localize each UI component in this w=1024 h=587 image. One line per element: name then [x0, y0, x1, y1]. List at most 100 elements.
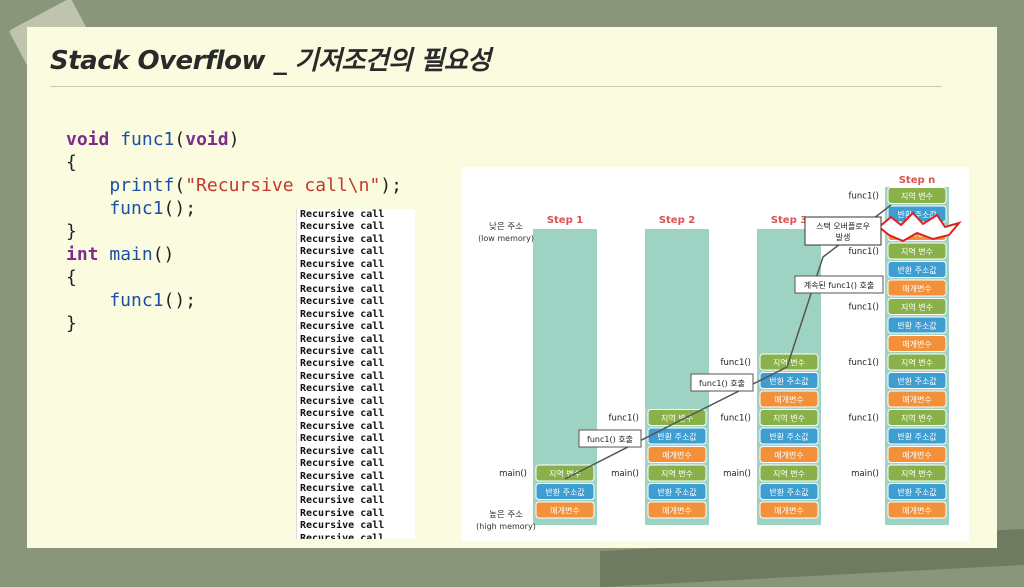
console-line: Recursive call — [300, 458, 385, 470]
func1-frame-box — [887, 353, 947, 371]
overflow-label-box — [804, 216, 882, 246]
main-frame-text: 매개변수 — [662, 506, 691, 516]
overflow-label: 발생 — [836, 232, 851, 242]
main-label: main() — [611, 469, 639, 479]
code-line: { — [66, 267, 77, 288]
func1-frame-box — [887, 298, 947, 315]
func1-label: func1() — [609, 414, 639, 424]
console-line: Recursive call — [300, 433, 385, 445]
func1-frame-box — [647, 409, 707, 426]
func1-frame-box — [887, 446, 947, 463]
main-frame-box — [887, 483, 947, 500]
step-label: Step n — [899, 175, 936, 186]
console-line: Recursive call — [300, 507, 385, 519]
console-line: Recursive call — [300, 408, 385, 420]
func1-label: func1() — [849, 358, 879, 368]
title-divider — [50, 86, 942, 87]
main-frame-text: 반환 주소값 — [545, 487, 585, 497]
code-line: printf("Recursive call\n"); — [66, 175, 402, 196]
main-label: main() — [851, 469, 879, 479]
console-line: Recursive call — [300, 345, 385, 357]
console-line: Recursive call — [300, 283, 385, 295]
func1-frame-text: 지역 변수 — [661, 413, 693, 423]
continued-call-label: 계속된 func1() 호출 — [804, 280, 875, 290]
console-line: Recursive call — [300, 221, 385, 233]
console-line: Recursive call — [300, 209, 385, 220]
func1-frame-text: 반환 주소값 — [897, 321, 937, 331]
console-line: Recursive call — [300, 333, 385, 345]
console-line: Recursive call — [300, 233, 385, 245]
console-line: Recursive call — [300, 271, 385, 283]
code-line: int main() — [66, 244, 175, 265]
main-frame-text: 매개변수 — [774, 506, 803, 516]
main-frame-box — [759, 501, 819, 519]
console-line: Recursive call — [300, 308, 385, 320]
high-address-label: (high memory) — [476, 522, 536, 531]
func1-frame-box — [887, 409, 947, 426]
background — [0, 0, 1024, 30]
func1-frame-box — [759, 390, 819, 408]
main-label: main() — [723, 469, 751, 479]
func1-frame-text: 지역 변수 — [773, 413, 805, 423]
func1-frame-box — [887, 279, 947, 297]
main-frame-box — [535, 464, 595, 482]
func1-frame-text: 매개변수 — [774, 450, 803, 460]
high-address-label: 높은 주소 — [489, 510, 523, 520]
func1-frame-text: 매개변수 — [902, 395, 931, 405]
func1-frame-box — [887, 242, 947, 260]
func1-frame-text: 매개변수 — [902, 284, 931, 294]
call-label: func1() 호출 — [699, 378, 745, 388]
console-line: Recursive call — [300, 321, 385, 333]
func1-label: func1() — [721, 358, 751, 368]
func1-frame-text: 반환 주소값 — [769, 432, 809, 442]
main-frame-box — [759, 464, 819, 482]
func1-frame-text: 매개변수 — [662, 450, 691, 460]
call-label-box — [690, 373, 754, 392]
main-frame-text: 지역 변수 — [901, 469, 933, 479]
main-frame-box — [647, 464, 707, 482]
func1-frame-box — [759, 446, 819, 463]
func1-frame-text: 반환 주소값 — [897, 376, 937, 386]
func1-frame-box — [887, 335, 947, 352]
func1-frame-text: 매개변수 — [774, 395, 803, 405]
main-frame-text: 반환 주소값 — [657, 487, 697, 497]
call-label-box — [578, 429, 642, 448]
step-label: Step 3 — [771, 215, 807, 226]
console-line: Recursive call — [300, 482, 385, 494]
console-line: Recursive call — [300, 395, 385, 407]
overflow-label: 스택 오버플로우 — [816, 221, 870, 231]
console-line: Recursive call — [300, 470, 385, 482]
func1-frame-text: 반환 주소값 — [897, 210, 937, 220]
code-line: func1(); — [66, 290, 197, 311]
func1-frame-box — [887, 261, 947, 278]
func1-frame-text: 지역 변수 — [901, 358, 933, 368]
code-line: } — [66, 221, 77, 242]
main-frame-box — [647, 501, 707, 519]
func1-frame-text: 지역 변수 — [901, 413, 933, 423]
low-address-label: (low memory) — [478, 234, 534, 243]
step-label: Step 2 — [659, 215, 695, 226]
func1-label: func1() — [849, 303, 879, 313]
code-line: { — [66, 152, 77, 173]
main-frame-text: 반환 주소값 — [897, 487, 937, 497]
func1-frame-box — [759, 409, 819, 426]
main-frame-text: 반환 주소값 — [769, 487, 809, 497]
main-frame-box — [887, 464, 947, 482]
func1-frame-text: 반환 주소값 — [657, 432, 697, 442]
overflow-burst — [877, 211, 962, 243]
func1-frame-text: 지역 변수 — [901, 191, 933, 201]
console-line: Recursive call — [300, 246, 385, 258]
func1-frame-box — [647, 446, 707, 463]
console-line: Recursive call — [300, 520, 385, 532]
code-line: void func1(void) — [66, 129, 240, 150]
func1-frame-text: 지역 변수 — [901, 247, 933, 257]
main-frame-box — [887, 501, 947, 519]
func1-frame-box — [887, 390, 947, 408]
console-line: Recursive call — [300, 383, 385, 395]
console-line: Recursive call — [300, 258, 385, 270]
main-frame-box — [535, 483, 595, 500]
func1-frame-text: 지역 변수 — [901, 302, 933, 312]
slide-title: Stack Overflow _ 기저조건의 필요성 — [50, 46, 491, 76]
func1-frame-box — [887, 316, 947, 334]
